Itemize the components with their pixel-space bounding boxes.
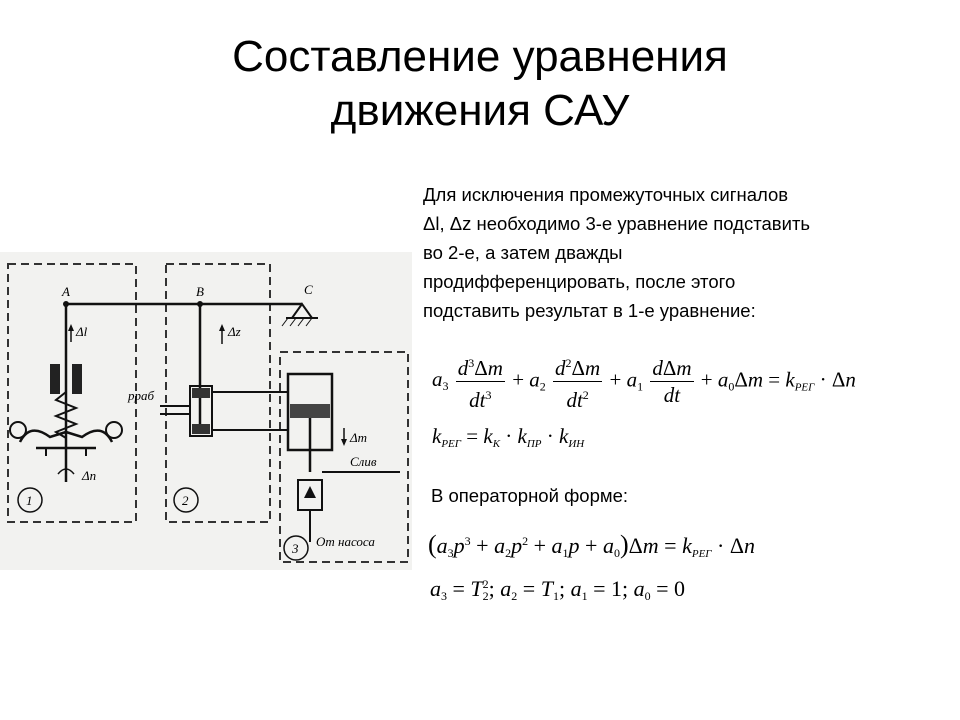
label-dn: Δn — [81, 468, 96, 483]
explanation-paragraph: Для исключения промежуточных сигналов Δl… — [423, 184, 811, 321]
slide-title: Составление уравнения движения САУ — [0, 30, 960, 138]
label-c: C — [304, 282, 313, 297]
spring — [53, 391, 79, 439]
title-line-1: Составление уравнения — [232, 32, 728, 81]
label-block-1: 1 — [26, 493, 33, 508]
label-dz: Δz — [227, 324, 241, 339]
schematic-drawing: A B C Δl Δn 1 Δz pраб — [0, 252, 412, 570]
operator-form-label: В операторной форме: — [431, 485, 629, 506]
equation-operator: (a3p3 + a2p2 + a1p + a0)Δm = kРЕГ · Δn — [428, 530, 756, 560]
label-b: B — [196, 284, 204, 299]
label-block-2: 2 — [182, 493, 189, 508]
block-1-boundary — [7, 263, 137, 523]
block-2-boundary — [165, 263, 271, 523]
label-dm: Δm — [349, 430, 367, 445]
label-dl: Δl — [75, 324, 88, 339]
label-drain: Слив — [350, 454, 377, 469]
label-pump: От насоса — [316, 534, 375, 549]
label-a: A — [61, 284, 70, 299]
equation-coefficients: a3 = T22; a2 = T1; a1 = 1; a0 = 0 — [430, 576, 686, 603]
equation-gain: kРЕГ = kК · kПР · kИН — [432, 424, 585, 450]
label-block-3: 3 — [291, 541, 299, 556]
regulator-schematic: A B C Δl Δn 1 Δz pраб — [0, 252, 412, 570]
spool-valve — [189, 385, 213, 437]
title-line-2: движения САУ — [330, 86, 630, 135]
label-p-work: pраб — [127, 388, 155, 403]
